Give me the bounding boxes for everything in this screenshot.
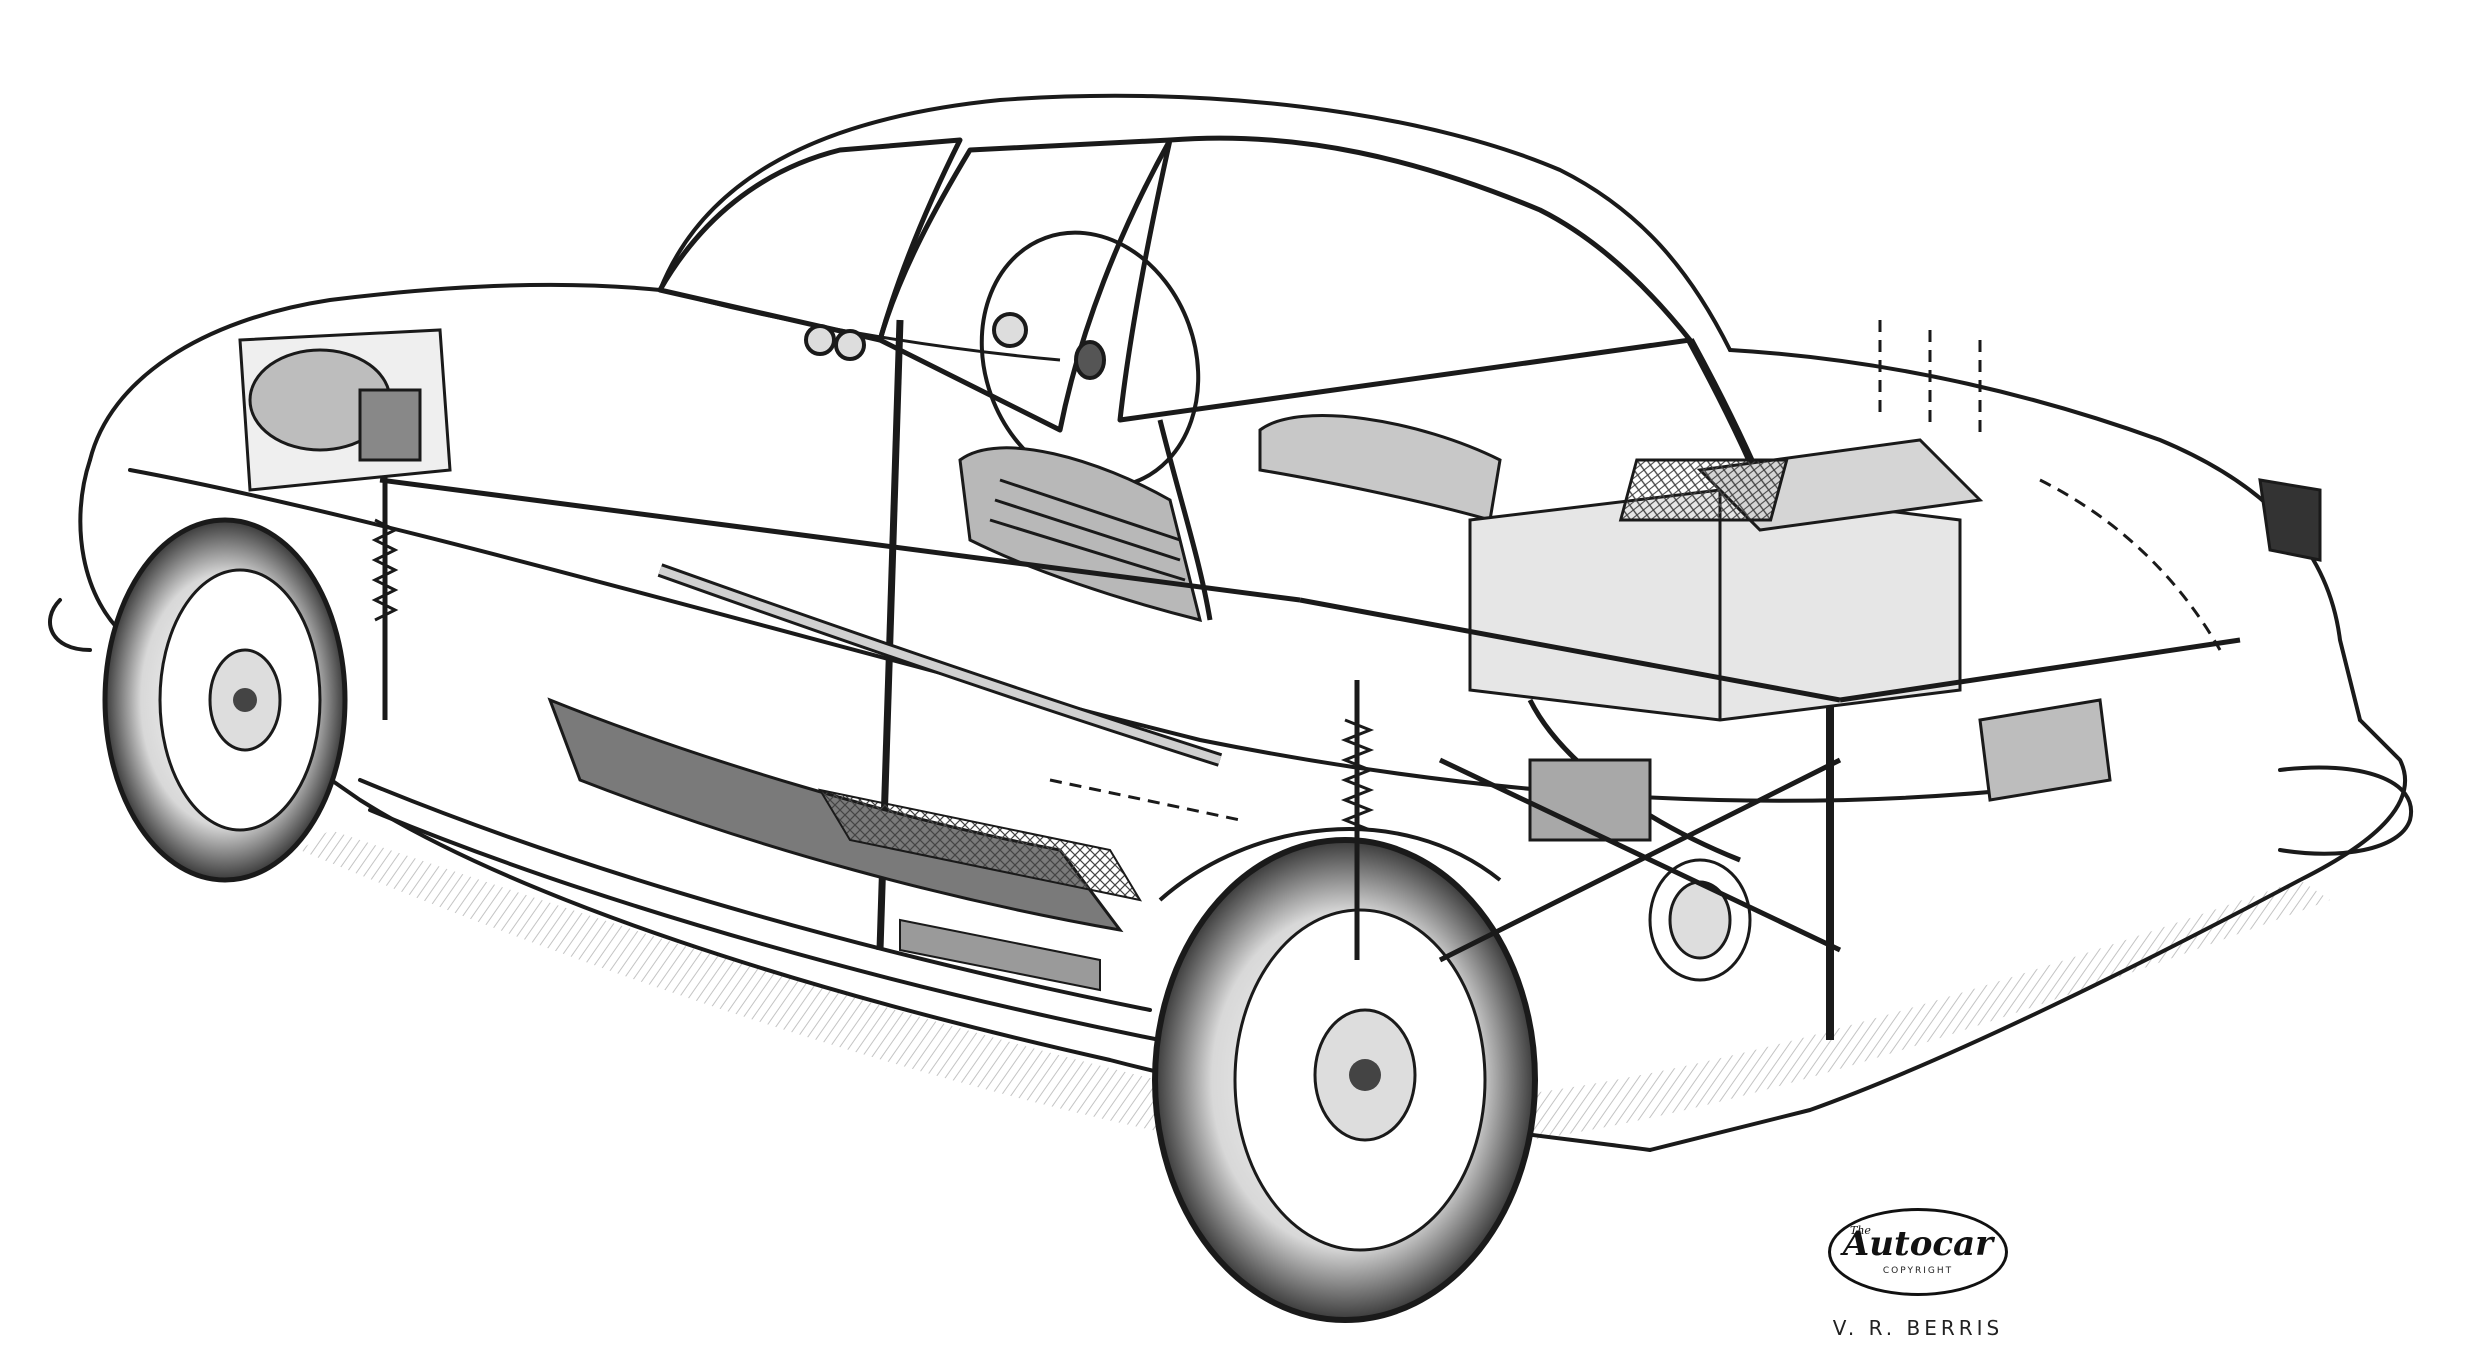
logo-the-text: The: [1850, 1224, 1871, 1237]
front-wheel: [102, 517, 348, 883]
ground-shadow: [300, 830, 2330, 1155]
front-compartment: [238, 328, 452, 492]
suspension: [371, 470, 1375, 960]
chassis-frame: [379, 477, 2241, 963]
rear-grille: [2258, 478, 2322, 562]
floor-pan: [547, 563, 1223, 992]
logo-name-text: Autocar: [1842, 1224, 1994, 1264]
autocar-logo: The Autocar COPYRIGHT: [1828, 1208, 2008, 1296]
airflow-arrows: [1049, 320, 2222, 822]
logo-oval: [1828, 1208, 2008, 1296]
artist-signature: V. R. BERRIS: [1832, 1316, 2004, 1340]
logo-copyright-text: COPYRIGHT: [1882, 1266, 1954, 1276]
rear-wheel: [1152, 827, 1538, 1323]
engine-bay: [1468, 438, 2112, 982]
